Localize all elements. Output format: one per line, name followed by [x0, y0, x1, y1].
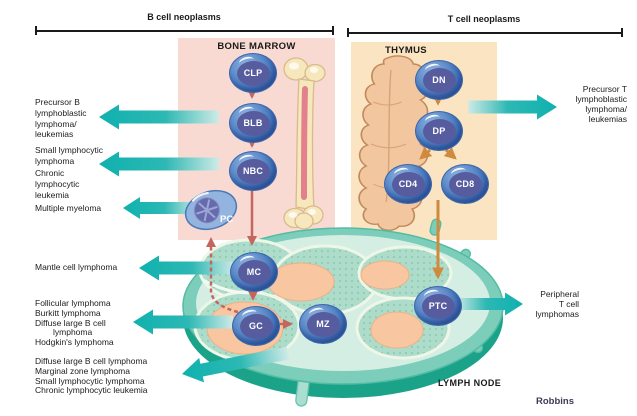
- b-cell-bracket: [35, 30, 333, 32]
- t-cell-neoplasms-title: T cell neoplasms: [447, 14, 521, 24]
- cell-dp: DP: [415, 111, 463, 151]
- arrow-peripheral-t: [456, 292, 523, 316]
- label-cll: Chronic lymphocytic leukemia: [35, 168, 80, 200]
- arrow-multiple-myeloma: [123, 197, 198, 219]
- label-peripheral-t: Peripheral T cell lymphomas: [535, 289, 579, 319]
- bracket-tick: [332, 26, 334, 35]
- cell-cd8-label: CD8: [448, 171, 482, 197]
- cell-blb-label: BLB: [236, 110, 270, 136]
- cell-cd4: CD4: [384, 164, 432, 204]
- cell-cd4-label: CD4: [391, 171, 425, 197]
- cell-ptc-label: PTC: [421, 293, 455, 319]
- arrow-dp-cd4: [419, 147, 433, 160]
- cell-mc: MC: [230, 252, 278, 292]
- arrow-follicular-group: [133, 309, 233, 335]
- cell-nbc: NBC: [229, 151, 277, 191]
- cell-gc: GC: [232, 306, 280, 346]
- cell-pc-label: PC: [220, 214, 233, 225]
- label-multiple-myeloma: Multiple myeloma: [35, 203, 102, 213]
- bone-illustration: [283, 57, 326, 230]
- label-mantle-cell: Mantle cell lymphoma: [35, 262, 118, 272]
- arrow-marginal-group: [182, 346, 290, 383]
- cell-clp-label: CLP: [236, 60, 270, 86]
- orange-arrows: [419, 91, 457, 280]
- cell-pc: PC: [184, 189, 238, 231]
- label-precursor-b: Precursor B lymphoblastic lymphoma/ leuk…: [35, 97, 87, 140]
- label-precursor-t: Precursor T lymphoblastic lymphoma/ leuk…: [575, 84, 628, 124]
- cell-mz: MZ: [299, 304, 347, 344]
- bone-marrow-header: BONE MARROW: [217, 41, 296, 52]
- credit-robbins: Robbins: [536, 396, 574, 407]
- arrow-small-lymphocytic-cll: [99, 151, 219, 177]
- label-marginal-group: Diffuse large B cell lymphoma Marginal z…: [35, 356, 148, 396]
- lymph-node-header: LYMPH NODE: [438, 378, 502, 388]
- b-cell-neoplasms-title: B cell neoplasms: [147, 12, 221, 22]
- cell-dp-label: DP: [422, 118, 456, 144]
- label-follicular-group: Follicular lymphoma Burkitt lymphoma Dif…: [35, 298, 114, 348]
- red-arrows: [206, 89, 293, 329]
- cell-dn: DN: [415, 60, 463, 100]
- arrow-gc-pc-dashed: [206, 237, 239, 314]
- bracket-tick: [621, 28, 623, 37]
- cell-ptc: PTC: [414, 286, 462, 326]
- bracket-tick: [35, 26, 37, 35]
- label-small-lymphocytic: Small lymphocytic lymphoma: [35, 145, 104, 166]
- arrow-mantle-cell: [139, 255, 235, 281]
- teal-arrows: [99, 94, 557, 383]
- arrow-precursor-t: [468, 94, 557, 120]
- cell-blb: BLB: [229, 103, 277, 143]
- cell-dn-label: DN: [422, 67, 456, 93]
- cell-nbc-label: NBC: [236, 158, 270, 184]
- bracket-tick: [347, 28, 349, 37]
- thymus-header: THYMUS: [385, 45, 427, 56]
- cell-mz-label: MZ: [306, 311, 340, 337]
- t-cell-bracket: [347, 32, 622, 34]
- cell-cd8: CD8: [441, 164, 489, 204]
- arrow-precursor-b: [99, 104, 219, 130]
- arrow-dp-cd8: [443, 147, 457, 160]
- cell-mc-label: MC: [237, 259, 271, 285]
- cell-gc-label: GC: [239, 313, 273, 339]
- cell-clp: CLP: [229, 53, 277, 93]
